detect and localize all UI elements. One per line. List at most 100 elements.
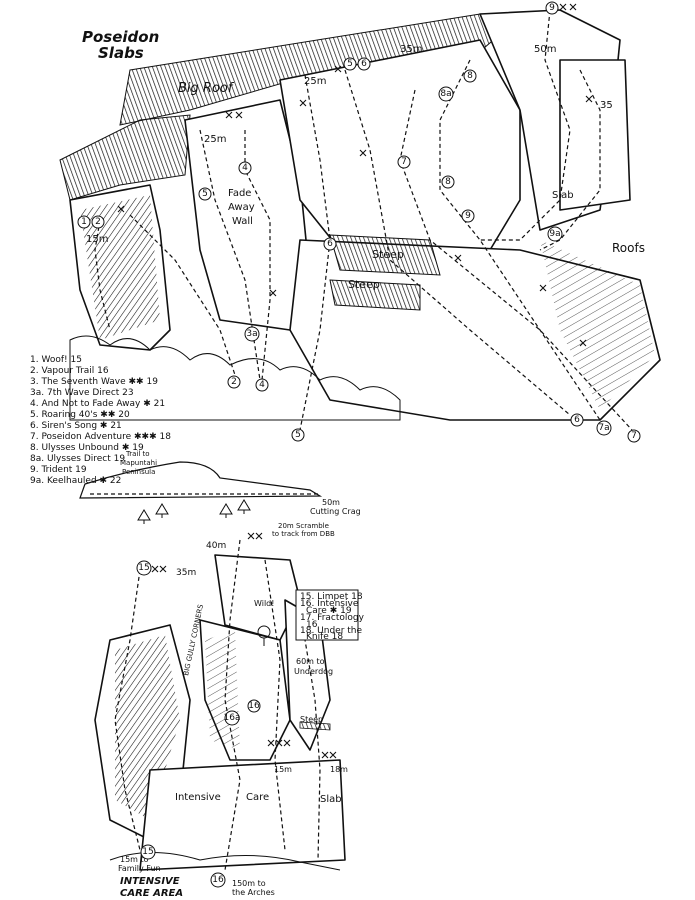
upper-legend: 1. Woof! 15 2. Vapour Trail 16 3. The Se…: [30, 355, 171, 486]
route-3-line: [199, 129, 261, 381]
label-steep-2: Steep: [348, 278, 380, 291]
trail-label-1: Trail to: [125, 450, 150, 458]
route-marker-16a: 16a: [224, 710, 241, 726]
legend-item: 1. Woof! 15: [30, 355, 82, 365]
upper-crag: Poseidon Slabs Big Roof Fade Away Wall S…: [59, 1, 661, 443]
lower-legend: 15. Limpet 18 16. Intensive Care ✱ 19 17…: [295, 589, 365, 642]
scramble-2: to track from DBB: [272, 530, 335, 538]
route-marker-7a: 7a: [596, 420, 612, 436]
route-marker-5: 5: [343, 57, 357, 71]
tree-icon: [257, 625, 271, 646]
legend-item: 18. Under the: [300, 626, 363, 636]
route-marker-4-base: 4: [255, 378, 269, 392]
svg-text:9: 9: [549, 3, 555, 13]
route-marker-9: 9: [545, 1, 559, 15]
route-marker-5-base: 5: [291, 428, 305, 442]
svg-text:15: 15: [138, 563, 149, 573]
anchor-marks: [151, 532, 337, 759]
scramble-1: 20m Scramble: [278, 522, 329, 530]
lower-ground: [109, 852, 341, 871]
route-marker-8a: 8a: [438, 86, 454, 102]
label-slab: Slab: [552, 190, 574, 201]
legend-item: 9. Trident 19: [30, 465, 87, 475]
label-slab: Slab: [320, 794, 342, 805]
route-marker-6-mid: 6: [323, 237, 337, 251]
route-marker-5-mid: 5: [198, 187, 212, 201]
svg-text:6: 6: [574, 415, 580, 425]
len-35: 35: [600, 100, 613, 111]
label-steep-1: Steep: [372, 248, 404, 261]
svg-text:2: 2: [95, 217, 101, 227]
topo-title-line1: Poseidon: [82, 28, 159, 46]
route-7-line: [399, 89, 633, 431]
len-35m: 35m: [400, 44, 422, 55]
legend-item: 9a. Keelhauled ✱ 22: [30, 476, 121, 486]
roof-block: [559, 59, 631, 211]
legend-item: 3a. 7th Wave Direct 23: [30, 388, 134, 398]
legend-item: 8. Ulysses Unbound ✱ 19: [30, 443, 144, 453]
legend-item: Knife 18: [306, 632, 343, 642]
left-roof-shadow: [59, 114, 191, 201]
to-underdog-1: 60m to: [296, 657, 325, 666]
route-marker-7: 7: [397, 155, 411, 169]
legend-item: 6. Siren's Song ✱ 21: [30, 421, 122, 431]
route-marker-1: 1: [77, 215, 91, 229]
svg-text:16: 16: [248, 701, 260, 711]
route-marker-7-base: 7: [627, 429, 641, 443]
buttress-hatch: [80, 195, 160, 340]
svg-text:4: 4: [259, 380, 265, 390]
label-away: Away: [228, 202, 255, 213]
svg-text:5: 5: [347, 59, 353, 69]
route-marker-2: 2: [91, 215, 105, 229]
svg-text:9a: 9a: [549, 229, 560, 239]
legend-item: 15. Limpet 18: [300, 592, 363, 602]
svg-text:5: 5: [295, 430, 301, 440]
trail-label-3: Peninsula: [122, 468, 155, 476]
label-wild: Wild!: [254, 599, 274, 608]
route-marker-4: 4: [238, 161, 252, 175]
svg-text:16a: 16a: [224, 713, 241, 723]
steep-band: [329, 234, 441, 276]
trail-label-2: Mapuntahi: [120, 459, 157, 467]
len-50m: 50m: [534, 44, 556, 55]
lower-crag: Trail to Mapuntahi Peninsula 50m Cutting…: [79, 450, 361, 899]
steep-roof: [299, 721, 331, 731]
lower-face: [139, 759, 346, 871]
svg-text:3a: 3a: [246, 329, 257, 339]
label-care: Care: [246, 792, 269, 803]
route-6-line: [344, 69, 571, 416]
route-marker-8-mid: 8: [441, 175, 455, 189]
label-intensive: Intensive: [175, 792, 221, 803]
route-1-line: [94, 219, 111, 331]
svg-text:16: 16: [212, 875, 224, 885]
family-fun-2: Family Fun: [118, 864, 161, 873]
len-15m: 15m: [274, 765, 292, 774]
legend-item: Care ✱ 19: [306, 606, 352, 616]
steep-band-2: [329, 279, 421, 311]
svg-text:7: 7: [401, 157, 407, 167]
route-marker-16: 16: [247, 699, 261, 713]
label-roofs: Roofs: [612, 241, 645, 255]
route-marker-6-base: 6: [570, 413, 584, 427]
arches-1: 150m to: [232, 879, 266, 888]
anchor-marks: [117, 3, 593, 347]
len-40m: 40m: [206, 541, 226, 551]
legend-item: 3. The Seventh Wave ✱✱ 19: [30, 377, 158, 387]
slab-hatch: [540, 240, 655, 410]
legend-item: 7. Poseidon Adventure ✱✱✱ 18: [30, 432, 171, 442]
route-marker-8: 8: [463, 69, 477, 83]
gully-hatch: [205, 630, 240, 750]
tree-icons: [137, 499, 251, 524]
legend-item: 5. Roaring 40's ✱✱ 20: [30, 410, 130, 420]
legend-item: 16: [306, 620, 318, 630]
len-25m-a: 25m: [204, 134, 226, 145]
len-18m: 18m: [330, 765, 348, 774]
svg-text:6: 6: [327, 239, 333, 249]
route-marker-9-mid: 9: [461, 209, 475, 223]
route-5-line: [299, 74, 331, 431]
len-15m: 15m: [86, 234, 108, 245]
svg-text:6: 6: [361, 59, 367, 69]
legend-item: 16. Intensive: [300, 599, 359, 609]
label-steep: Steep: [300, 715, 323, 724]
